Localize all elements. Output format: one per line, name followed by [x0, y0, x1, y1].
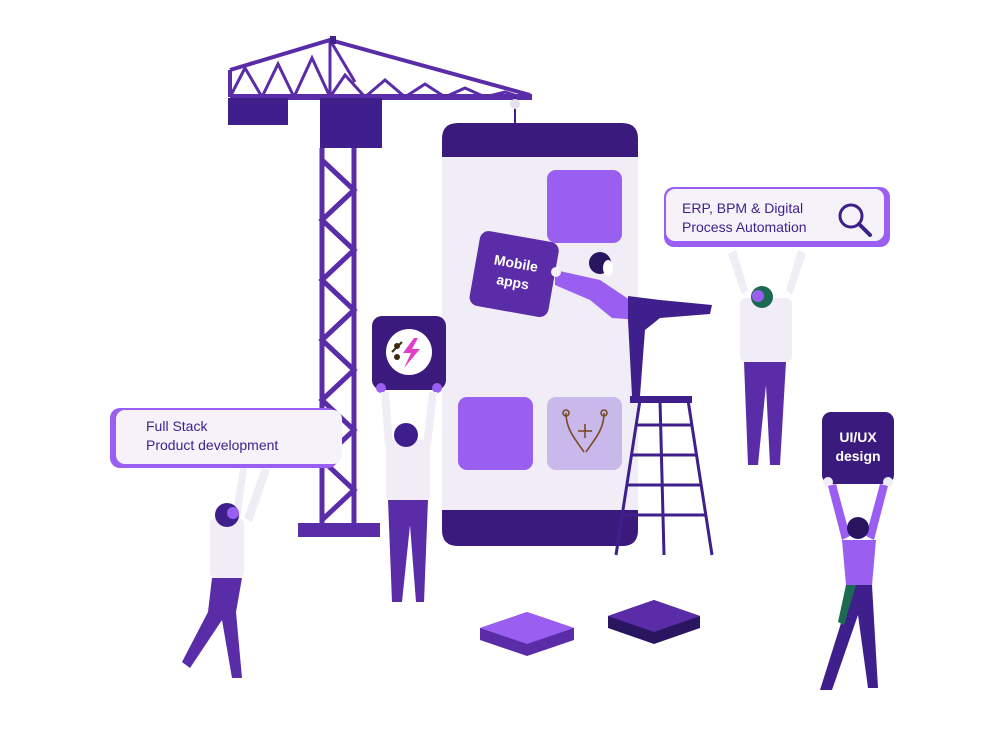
app-icon-holder — [372, 316, 446, 602]
lightning-app-icon — [391, 338, 420, 368]
uiux-label-2: design — [835, 448, 880, 464]
uiux-sign-holder: UI/UX design — [820, 412, 894, 690]
mobile-apps-label: Mobile — [493, 251, 540, 274]
floor-block — [480, 612, 574, 656]
app-tile — [547, 170, 622, 243]
erp-label-2: Process Automation — [682, 219, 807, 235]
phone-mockup — [442, 123, 638, 546]
worker-on-ladder — [551, 252, 714, 556]
search-icon — [838, 203, 872, 237]
fullstack-sign-holder: Full Stack Product development — [110, 408, 342, 678]
mobile-apps-sign: Mobile apps — [469, 231, 559, 317]
fullstack-label: Full Stack — [146, 418, 208, 434]
fullstack-label-2: Product development — [146, 437, 278, 453]
uiux-label: UI/UX — [839, 429, 877, 445]
erp-label: ERP, BPM & Digital — [682, 200, 803, 216]
mobile-apps-label-2: apps — [495, 271, 530, 292]
hands-plus-icon — [562, 409, 608, 453]
app-tile — [458, 397, 533, 470]
floor-block — [608, 600, 700, 644]
tower-crane — [228, 36, 532, 537]
erp-sign-holder: ERP, BPM & Digital Process Automation — [664, 187, 890, 465]
